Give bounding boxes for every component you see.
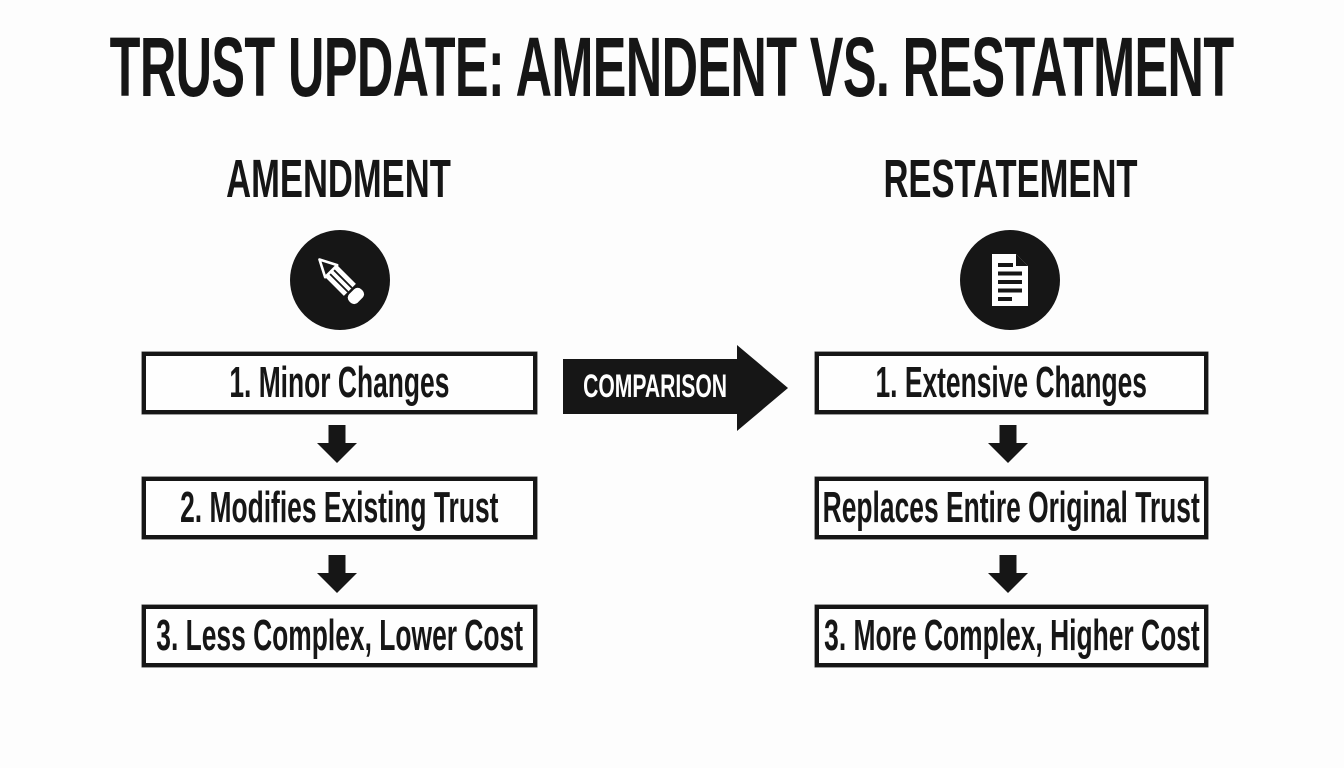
restatement-step-2-box: Replaces Entire Original Trust [815,477,1208,539]
restatement-column-header: RESTATEMENT [810,150,1210,208]
restatement-step-2-text: Replaces Entire Original Trust [822,483,1201,532]
down-arrow-icon [317,425,357,463]
down-arrow-icon [988,555,1028,593]
restatement-header-text: RESTATEMENT [882,149,1138,209]
restatement-step-1-box: 1. Extensive Changes [815,352,1208,414]
down-arrow-icon [988,425,1028,463]
amendment-step-1-text: 1. Minor Changes [229,358,450,407]
comparison-label: COMPARISON [569,359,741,414]
amendment-step-3-text: 3. Less Complex, Lower Cost [156,611,523,660]
amendment-step-2-box: 2. Modifies Existing Trust [142,477,537,539]
page-title-text: TRUST UPDATE: AMENDENT VS. RESTATMENT [110,20,1235,114]
comparison-arrow: COMPARISON [563,345,788,431]
amendment-header-text: AMENDMENT [225,149,451,209]
page-title: TRUST UPDATE: AMENDENT VS. RESTATMENT [0,24,1344,110]
right-arrow-icon [563,345,788,431]
comparison-label-text: COMPARISON [583,368,727,404]
amendment-step-1-box: 1. Minor Changes [142,352,537,414]
amendment-step-2-text: 2. Modifies Existing Trust [180,483,499,532]
amendment-step-3-box: 3. Less Complex, Lower Cost [142,605,537,667]
restatement-step-3-text: 3. More Complex, Higher Cost [823,611,1200,660]
down-arrow-icon [317,555,357,593]
document-icon [960,230,1060,330]
restatement-step-1-text: 1. Extensive Changes [875,358,1148,407]
pencil-icon [290,230,390,330]
restatement-step-3-box: 3. More Complex, Higher Cost [815,605,1208,667]
amendment-column-header: AMENDMENT [138,150,538,208]
